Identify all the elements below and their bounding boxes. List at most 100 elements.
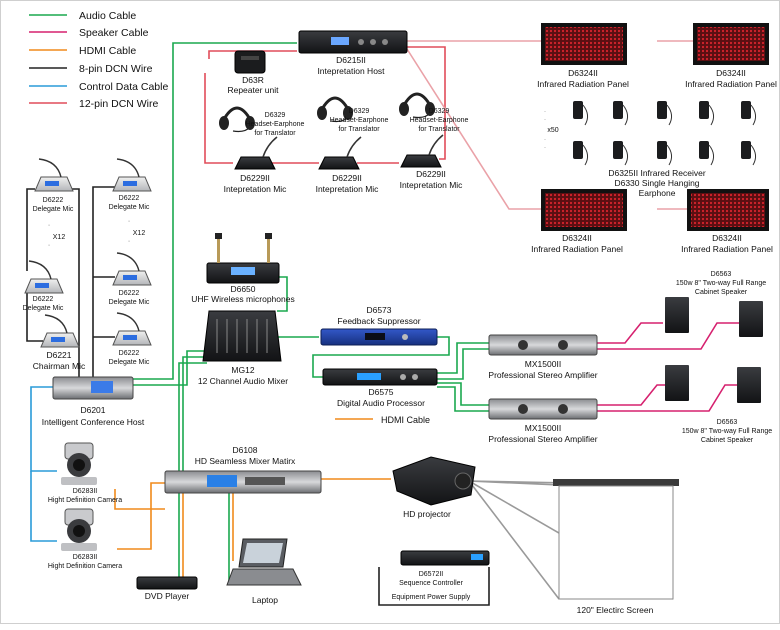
- headset-2-name: Headset-Earphone: [330, 117, 389, 124]
- delegate-mic-r1[interactable]: D6222 Delegate Mic: [109, 158, 152, 211]
- delegate-mic-l1[interactable]: D6222 Delegate Mic: [33, 158, 74, 213]
- ir-panel-top-left-name: Infrared Radiation Panel: [537, 79, 629, 89]
- d63r-repeater[interactable]: D63R Repeater unit: [227, 50, 279, 95]
- d6572-name: Sequence Controller: [399, 580, 463, 587]
- mg12-model: MG12: [231, 365, 254, 375]
- audio-wire-amp2-b: [437, 386, 489, 412]
- x12-left: X12: [53, 234, 66, 241]
- chairman-mic[interactable]: D6221 Chairman Mic: [33, 314, 86, 371]
- hdmi-wire-cam1: [114, 489, 165, 510]
- headset-1-sub: for Translator: [254, 130, 296, 137]
- d6108-name: HD Seamless Mixer Matirx: [195, 456, 296, 466]
- camera-2[interactable]: D6283II Hight Definition Camera: [48, 508, 122, 570]
- d6650-uhf[interactable]: D6650 UHF Wireless microphones: [191, 233, 295, 304]
- imic-1-model: D6229II: [240, 173, 270, 183]
- control-wire-cam1: [30, 386, 57, 472]
- d6575-processor[interactable]: D6575 Digital Audio Processor: [322, 368, 438, 408]
- audio-wire-laptop: [228, 493, 245, 582]
- d6215-model: D6215II: [336, 55, 366, 65]
- dvd-player[interactable]: DVD Player: [136, 576, 198, 601]
- audio-wire-uhf: [277, 276, 288, 312]
- delegate-mic-r2-name: Delegate Mic: [109, 299, 150, 306]
- d6650-name: UHF Wireless microphones: [191, 294, 294, 304]
- delegate-mic-r1-name: Delegate Mic: [109, 204, 150, 211]
- svg-text:·: ·: [544, 117, 546, 123]
- ir-panel-bottom-right[interactable]: D6324II Infrared Radiation Panel: [681, 189, 773, 254]
- speaker-wire-1: [597, 322, 663, 344]
- amp-2[interactable]: MX1500II Professional Stereo Amplifier: [488, 398, 598, 444]
- svg-text:·: ·: [48, 242, 50, 249]
- laptop[interactable]: Laptop: [226, 538, 302, 605]
- projector[interactable]: HD projector: [392, 456, 476, 519]
- headset-2[interactable]: D6329 Headset-Earphone for Translator: [317, 96, 389, 133]
- headset-3[interactable]: D6329 Headset-Earphone for Translator: [399, 92, 468, 133]
- d6108-matrix[interactable]: D6108 HD Seamless Mixer Matirx: [164, 445, 322, 494]
- d6215-host[interactable]: D6215II Intepretation Host: [298, 30, 408, 76]
- ir-panel-top-right[interactable]: D6324II Infrared Radiation Panel: [685, 23, 777, 89]
- speakers-bottom-line1: 150w 8" Two-way Full Range: [682, 428, 772, 435]
- d6572-model: D6572II: [419, 571, 444, 578]
- speakers-top[interactable]: D6563 150w 8" Two-way Full Range Cabinet…: [665, 271, 766, 337]
- audio-wire-amp2-a: [437, 382, 489, 406]
- dvd-player-name: DVD Player: [145, 591, 190, 601]
- legend-label-audio: Audio Cable: [79, 10, 136, 22]
- ir-panel-bottom-left[interactable]: D6324II Infrared Radiation Panel: [531, 189, 627, 254]
- camera-1[interactable]: D6283II Hight Definition Camera: [48, 442, 122, 504]
- amp-1[interactable]: MX1500II Professional Stereo Amplifier: [488, 334, 598, 380]
- ir-panel-top-left[interactable]: D6324II Infrared Radiation Panel: [537, 23, 629, 89]
- d6575-name: Digital Audio Processor: [337, 398, 425, 408]
- headset-1[interactable]: D6329 Headset-Earphone for Translator: [219, 106, 304, 137]
- legend-label-hdmi: HDMI Cable: [79, 45, 136, 57]
- ir-panel-top-right-name: Infrared Radiation Panel: [685, 79, 777, 89]
- hdmi-note: HDMI Cable: [381, 415, 430, 425]
- imic-3-name: Intepretation Mic: [400, 180, 464, 190]
- imic-2[interactable]: D6229II Intepretation Mic: [316, 136, 380, 194]
- d6573-suppressor[interactable]: D6573 Feedback Suppressor: [320, 305, 438, 346]
- d6650-model: D6650: [230, 284, 255, 294]
- ir-receivers[interactable]: · · · · x50 D6325II Infrared Receiver D6…: [544, 101, 757, 198]
- ir-panel-bottom-right-model: D6324II: [712, 233, 742, 243]
- mg12-mixer[interactable]: MG12 12 Channel Audio Mixer: [198, 310, 288, 386]
- headset-2-model: D6329: [349, 108, 370, 115]
- camera-2-name: Hight Definition Camera: [48, 563, 122, 570]
- speakers-bottom[interactable]: D6563 150w 8" Two-way Full Range Cabinet…: [665, 365, 772, 444]
- imic-1[interactable]: D6229II Intepretation Mic: [224, 136, 288, 194]
- ir-panel-bottom-left-name: Infrared Radiation Panel: [531, 244, 623, 254]
- svg-text:·: ·: [544, 137, 546, 143]
- delegate-mic-l2-model: D6222: [33, 296, 54, 303]
- laptop-name: Laptop: [252, 595, 278, 605]
- ir-panel-bottom-left-model: D6324II: [562, 233, 592, 243]
- delegate-mic-l2-name: Delegate Mic: [23, 305, 64, 312]
- audio-wire-amp1-a: [437, 342, 489, 374]
- electric-screen[interactable]: 120" Electirc Screen: [553, 479, 679, 615]
- audio-wire-mixer-in: [131, 350, 207, 386]
- speakers-top-line1: 150w 8" Two-way Full Range: [676, 280, 766, 287]
- d63r-name: Repeater unit: [227, 85, 279, 95]
- d6572-sub: Equipment Power Supply: [392, 594, 471, 601]
- chairman-mic-model: D6221: [46, 350, 71, 360]
- d6573-model: D6573: [366, 305, 391, 315]
- delegate-mic-l1-model: D6222: [43, 197, 64, 204]
- headset-3-model: D6329: [429, 108, 450, 115]
- delegate-mic-r2[interactable]: D6222 Delegate Mic: [109, 252, 152, 306]
- speaker-wire-4: [597, 384, 737, 412]
- delegate-mic-r3[interactable]: D6222 Delegate Mic: [109, 312, 152, 366]
- hdmi-wire-cam2: [117, 482, 165, 550]
- dcn8-wire-l1: [26, 188, 35, 271]
- delegate-mic-l2[interactable]: D6222 Delegate Mic: [23, 260, 64, 312]
- svg-text:·: ·: [48, 222, 50, 229]
- headset-3-sub: for Translator: [418, 126, 460, 133]
- svg-text:·: ·: [544, 145, 546, 151]
- imic-3[interactable]: D6229II Intepretation Mic: [400, 134, 464, 190]
- camera-1-name: Hight Definition Camera: [48, 497, 122, 504]
- d6573-name: Feedback Suppressor: [337, 316, 420, 326]
- d6572-sequence-controller[interactable]: D6572II Sequence Controller Equipment Po…: [392, 550, 490, 601]
- imic-3-model: D6229II: [416, 169, 446, 179]
- ir-receivers-count: x50: [547, 127, 558, 134]
- dcn8-wire-l2: [26, 293, 43, 342]
- d6201-host[interactable]: D6201 Intelligent Conference Host: [42, 376, 145, 427]
- speakers-top-model: D6563: [711, 271, 732, 278]
- delegate-mic-r1-model: D6222: [119, 195, 140, 202]
